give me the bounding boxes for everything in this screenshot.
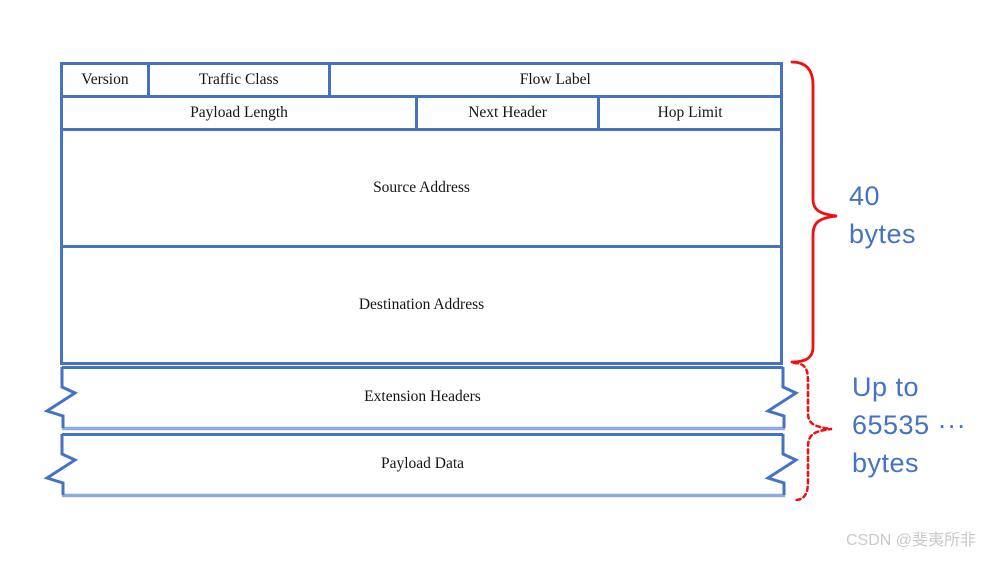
field-hop-limit: Hop Limit [597,98,780,128]
field-payload-data: Payload Data [380,454,465,472]
extension-headers-row: Extension Headers [44,365,800,431]
table-row-1: Version Traffic Class Flow Label [60,62,783,98]
table-row-4: Destination Address [60,245,783,365]
table-row-3: Source Address [60,128,783,248]
brace-40-bytes-icon [790,60,838,364]
field-extension-headers: Extension Headers [364,387,481,405]
table-row-2: Payload Length Next Header Hop Limit [60,95,783,131]
brace-payload-size-icon [792,361,833,502]
label-upto-line3: bytes [852,448,920,478]
field-payload-length: Payload Length [190,104,288,121]
field-traffic-class: Traffic Class [146,65,328,95]
payload-data-row: Payload Data [44,432,800,498]
field-flow-label: Flow Label [327,65,780,95]
label-upto-line1: Up to [852,372,920,402]
label-upto-line2: 65535 ··· [852,410,967,440]
label-up-to-65535-bytes: Up to 65535 ··· bytes [852,368,966,482]
ipv6-fixed-header-table: Version Traffic Class Flow Label Payload… [60,62,783,365]
field-source-address: Source Address [373,179,470,196]
label-40-bytes-line1: 40 [849,181,881,211]
label-40-bytes: 40 bytes [849,177,916,253]
field-next-header: Next Header [415,98,597,128]
label-40-bytes-line2: bytes [849,219,917,249]
csdn-watermark: CSDN @斐夷所非 [845,532,976,549]
field-destination-address: Destination Address [358,296,485,313]
torn-edge-box-icon [44,366,800,431]
field-version: Version [81,71,129,88]
torn-edge-box-icon [44,433,800,498]
